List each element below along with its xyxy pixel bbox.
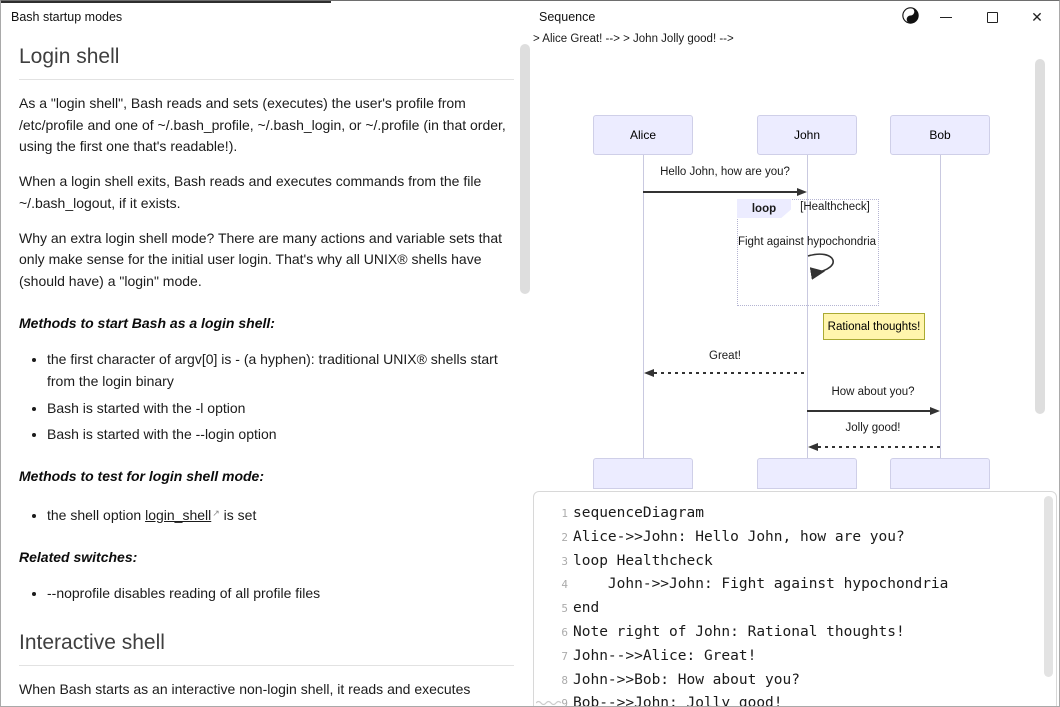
loop-frame: loop [Healthcheck] <box>737 199 879 306</box>
section-heading-interactive-shell: Interactive shell <box>19 630 514 666</box>
paragraph: Why an extra login shell mode? There are… <box>19 229 502 289</box>
code-text: John->>Bob: How about you? <box>573 671 800 688</box>
code-line: 4 John->>John: Fight against hypochondri… <box>546 573 1056 597</box>
message-label: Fight against hypochondria <box>737 236 877 248</box>
document-pane[interactable]: Login shell As a "login shell", Bash rea… <box>19 39 514 699</box>
section-heading-login-shell: Login shell <box>19 44 514 80</box>
code-text: Bob-->>John: Jolly good! <box>573 695 783 707</box>
actor-box-john: John <box>757 115 857 155</box>
line-number: 9 <box>561 697 568 707</box>
actor-box-bob-bottom <box>890 458 990 489</box>
close-icon: ✕ <box>1031 9 1043 25</box>
code-line: 7 John-->>Alice: Great! <box>546 645 1056 669</box>
paragraph: As a "login shell", Bash reads and sets … <box>19 95 506 155</box>
code-text: Note right of John: Rational thoughts! <box>573 623 905 640</box>
message-label: Hello John, how are you? <box>660 166 790 178</box>
diagram-pane-title: Sequence <box>539 10 596 24</box>
list-item: Bash is started with the --login option <box>47 424 514 446</box>
minimize-icon <box>940 16 952 18</box>
line-number: 1 <box>561 507 568 520</box>
list-item-text: is set <box>219 506 257 523</box>
diagram-scrollbar-thumb[interactable] <box>1035 59 1045 414</box>
maximize-button[interactable] <box>975 1 1009 33</box>
line-number: 7 <box>561 649 568 663</box>
paragraph: When Bash starts as an interactive non-l… <box>19 680 471 697</box>
maximize-icon <box>986 11 998 23</box>
message-label: How about you? <box>831 386 915 398</box>
code-editor[interactable]: 1 sequenceDiagram 2 Alice->>John: Hello Jo… <box>533 491 1057 707</box>
note-box: Rational thoughts! <box>823 313 925 340</box>
theme-toggle-button[interactable] <box>893 1 927 33</box>
arrowhead-icon <box>644 368 654 377</box>
subheading-methods-start: Methods to start Bash as a login shell: <box>19 314 275 331</box>
lifeline-john <box>806 155 808 458</box>
code-line: 1 sequenceDiagram <box>546 502 1056 526</box>
line-number: 6 <box>561 625 568 639</box>
actor-label: Alice <box>629 128 656 142</box>
actor-box-john-bottom <box>757 458 857 489</box>
code-line: 9 Bob-->>John: Jolly good! <box>546 692 1056 707</box>
code-line: 6 Note right of John: Rational thoughts! <box>546 621 1056 645</box>
arrowhead-icon <box>808 442 818 451</box>
window-top-edge <box>1 1 331 3</box>
code-line: 3 loop Healthcheck <box>546 550 1056 574</box>
message-line <box>643 191 798 193</box>
line-number: 2 <box>561 530 568 544</box>
sequence-diagram-preview: Alice John Bob Hello John, how are you? … <box>533 33 1057 490</box>
gutter-squiggle-decoration <box>536 700 562 705</box>
loop-label: loop <box>737 199 791 218</box>
message-line <box>654 372 806 374</box>
code-text: Alice->>John: Hello John, how are you? <box>573 528 905 545</box>
code-line: 2 Alice->>John: Hello John, how are you? <box>546 526 1056 550</box>
list-item: Bash is started with the -l option <box>47 398 514 420</box>
actor-label: Bob <box>929 128 951 142</box>
lifeline-bob <box>939 155 941 458</box>
paragraph: When a login shell exits, Bash reads and… <box>19 173 482 211</box>
self-loop-arrow <box>807 253 834 280</box>
message-label: Jolly good! <box>845 422 901 434</box>
code-line: 5 end <box>546 597 1056 621</box>
login-shell-link[interactable]: login_shell <box>145 506 212 523</box>
code-scrollbar-thumb[interactable] <box>1044 496 1053 677</box>
close-button[interactable]: ✕ <box>1020 1 1054 33</box>
actor-box-alice: Alice <box>593 115 693 155</box>
code-text: loop Healthcheck <box>573 552 713 569</box>
document-pane-title: Bash startup modes <box>11 10 123 24</box>
actor-box-alice-bottom <box>593 458 693 489</box>
list-item: --noprofile disables reading of all prof… <box>47 583 514 605</box>
list-item: the shell option login_shell↗ is set <box>47 503 514 527</box>
message-line <box>818 446 940 448</box>
arrowhead-icon <box>930 406 940 415</box>
note-text: Rational thoughts! <box>827 320 921 333</box>
message-label: Great! <box>709 350 741 362</box>
bullet-list-start: the first character of argv[0] is - (a h… <box>19 349 514 446</box>
actor-box-bob: Bob <box>890 115 990 155</box>
arrowhead-icon <box>797 187 807 196</box>
code-text: end <box>573 600 600 617</box>
document-scrollbar-thumb[interactable] <box>520 44 530 294</box>
list-item: the first character of argv[0] is - (a h… <box>47 349 514 392</box>
line-number: 3 <box>561 554 568 568</box>
yin-yang-icon <box>901 7 919 27</box>
code-text: John-->>Alice: Great! <box>573 647 757 664</box>
line-number: 4 <box>561 578 568 592</box>
line-number: 5 <box>561 602 568 616</box>
external-link-icon: ↗ <box>212 507 220 518</box>
lifeline-alice <box>642 155 644 458</box>
minimize-button[interactable] <box>929 1 963 33</box>
bullet-list-test: the shell option login_shell↗ is set <box>19 503 514 527</box>
list-item-text: the shell option <box>47 506 146 523</box>
code-line: 8 John->>Bob: How about you? <box>546 669 1056 693</box>
line-number: 8 <box>561 673 568 687</box>
actor-label: John <box>793 128 821 142</box>
loop-condition: [Healthcheck] <box>800 201 870 213</box>
subheading-methods-test: Methods to test for login shell mode: <box>19 468 264 485</box>
message-line <box>807 410 930 412</box>
code-text: John->>John: Fight against hypochondria <box>573 576 949 593</box>
subheading-related-switches: Related switches: <box>19 548 138 565</box>
code-text: sequenceDiagram <box>573 505 704 521</box>
bullet-list-related: --noprofile disables reading of all prof… <box>19 583 514 605</box>
